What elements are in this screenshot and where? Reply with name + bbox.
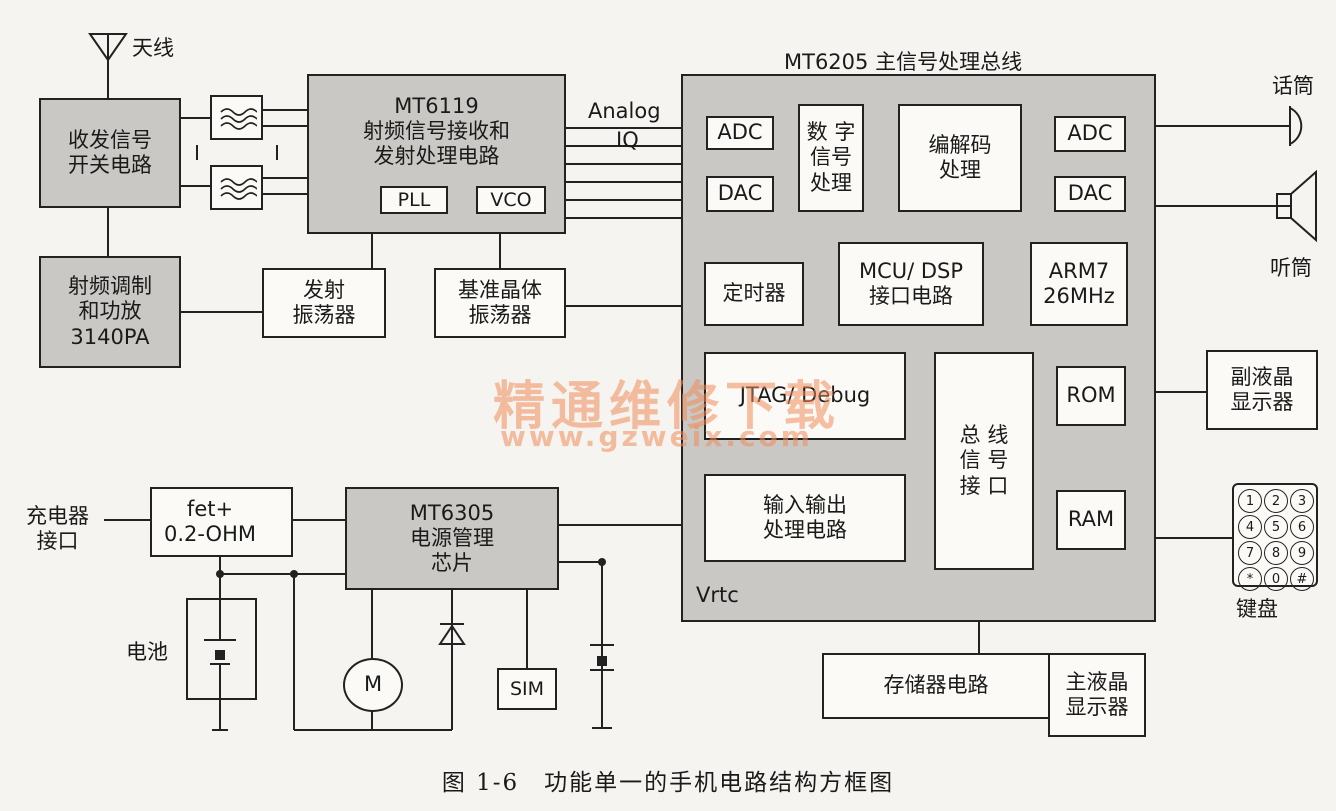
- fet-block: fet+ 0.2-OHM: [150, 487, 293, 557]
- analog-label: Analog: [588, 99, 661, 123]
- pmic-name: MT6305: [409, 500, 495, 525]
- rf-chip-desc: 射频信号接收和 发射处理电路: [363, 119, 510, 169]
- watermark-url: www.gzweix.com: [500, 420, 813, 453]
- sim-card-icon: SIM: [497, 668, 557, 710]
- vrtc-label: Vrtc: [696, 583, 739, 607]
- rx-filter-block: [210, 95, 263, 140]
- keypad-icon: 1 2 3 4 5 6 7 8 9 * 0 #: [1232, 483, 1318, 591]
- key: *: [1238, 567, 1262, 591]
- battery-block: [186, 598, 257, 700]
- key: 5: [1264, 515, 1288, 539]
- iq-label: IQ: [616, 128, 639, 152]
- reference-crystal-oscillator-block: 基准晶体 振荡器: [434, 268, 566, 338]
- sub-lcd-block: 副液晶 显示器: [1206, 350, 1318, 430]
- io-processing-block: 输入输出 处理电路: [704, 474, 906, 562]
- key: 0: [1264, 567, 1288, 591]
- battery-label: 电池: [126, 640, 168, 664]
- switch-circuit-block: 收发信号 开关电路: [39, 98, 181, 208]
- storage-circuit-block: 存储器电路: [822, 653, 1050, 719]
- power-management-block: MT6305 电源管理 芯片: [345, 487, 559, 590]
- key: 3: [1290, 489, 1314, 513]
- timer-block: 定时器: [704, 262, 804, 326]
- arm7-block: ARM7 26MHz: [1030, 242, 1128, 326]
- key: 6: [1290, 515, 1314, 539]
- motor-icon: M: [343, 658, 403, 712]
- bus-signal-interface-block: 总 线 信 号 接 口: [934, 352, 1034, 570]
- antenna-label: 天线: [132, 36, 174, 60]
- adc-left-block: ADC: [706, 116, 774, 150]
- tx-filter-block: [210, 165, 263, 210]
- microphone-label: 话筒: [1272, 74, 1314, 98]
- dac-left-block: DAC: [706, 176, 774, 212]
- dac-right-block: DAC: [1054, 176, 1126, 212]
- mcu-dsp-interface-block: MCU/ DSP 接口电路: [838, 242, 984, 326]
- vco-block: VCO: [476, 186, 546, 214]
- main-lcd-block: 主液晶 显示器: [1048, 653, 1146, 737]
- watermark: 精通维修下载: [493, 377, 842, 437]
- filter-icon: [219, 107, 257, 130]
- key: 9: [1290, 541, 1314, 565]
- key: 8: [1264, 541, 1288, 565]
- pll-block: PLL: [380, 186, 448, 214]
- key: 1: [1238, 489, 1262, 513]
- key: 4: [1238, 515, 1262, 539]
- filter-icon: [219, 177, 257, 200]
- pmic-desc: 电源管理 芯片: [410, 525, 494, 576]
- key: 7: [1238, 541, 1262, 565]
- adc-right-block: ADC: [1054, 116, 1126, 152]
- ram-block: RAM: [1056, 490, 1126, 550]
- jtag-debug-block: JTAG/ Debug: [704, 352, 906, 440]
- figure-caption: 图 1-6 功能单一的手机电路结构方框图: [441, 770, 895, 796]
- tx-oscillator-block: 发射 振荡器: [262, 268, 386, 338]
- bus-title: MT6205 主信号处理总线: [784, 50, 1023, 74]
- rom-block: ROM: [1056, 366, 1126, 426]
- rf-modulation-pa-block: 射频调制 和功放 3140PA: [39, 256, 181, 368]
- keyboard-label: 键盘: [1236, 597, 1278, 621]
- earpiece-label: 听筒: [1270, 256, 1312, 280]
- charger-interface-label: 充电器 接口: [26, 504, 89, 554]
- rf-chip-name: MT6119: [394, 94, 479, 118]
- digital-signal-processing-block: 数 字 信号 处理: [798, 104, 864, 212]
- key: 2: [1264, 489, 1288, 513]
- key: #: [1290, 567, 1314, 591]
- codec-block: 编解码 处理: [898, 104, 1022, 212]
